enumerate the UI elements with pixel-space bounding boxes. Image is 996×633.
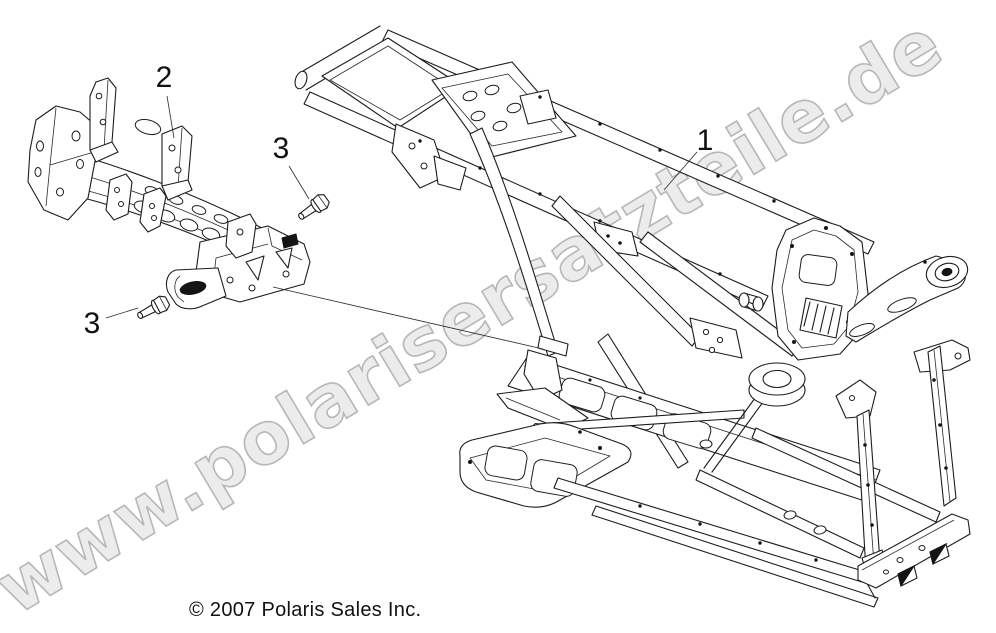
flange-bolt-lower — [133, 293, 172, 325]
bumper-mount-bracket — [161, 125, 193, 201]
callout-2: 2 — [156, 61, 173, 94]
rear-upper-arm — [845, 255, 969, 343]
leader-line-1 — [663, 151, 698, 191]
assembly-position-line — [272, 286, 544, 350]
leader-line-3-upper — [288, 165, 310, 200]
swingarm-pivot — [748, 362, 806, 407]
copyright-text: © 2007 Polaris Sales Inc. — [189, 599, 421, 621]
frame-rear-rack — [294, 25, 875, 309]
leader-lines — [105, 95, 698, 350]
bumper-assembly — [27, 77, 311, 310]
leader-line-2 — [166, 95, 175, 139]
frame-tower-plate — [771, 217, 869, 361]
leader-line-3-lower — [105, 307, 139, 319]
bumper-receiver-bracket — [165, 213, 311, 310]
main-frame — [294, 25, 971, 608]
bumper-small-brackets — [105, 173, 167, 233]
callout-3-lower: 3 — [84, 307, 101, 340]
bumper-upright-bracket — [89, 77, 119, 163]
frame-lower-tubes — [553, 393, 941, 608]
bumper-left-bracket — [27, 105, 97, 221]
callouts: 1 2 3 3 — [84, 61, 714, 340]
rail-rivets — [418, 95, 828, 276]
callout-3-upper: 3 — [273, 132, 290, 165]
rear-frame-uprights — [835, 339, 971, 589]
flange-bolt-upper — [294, 191, 332, 225]
callout-1: 1 — [697, 124, 714, 157]
frame-floor-deck — [496, 335, 881, 503]
